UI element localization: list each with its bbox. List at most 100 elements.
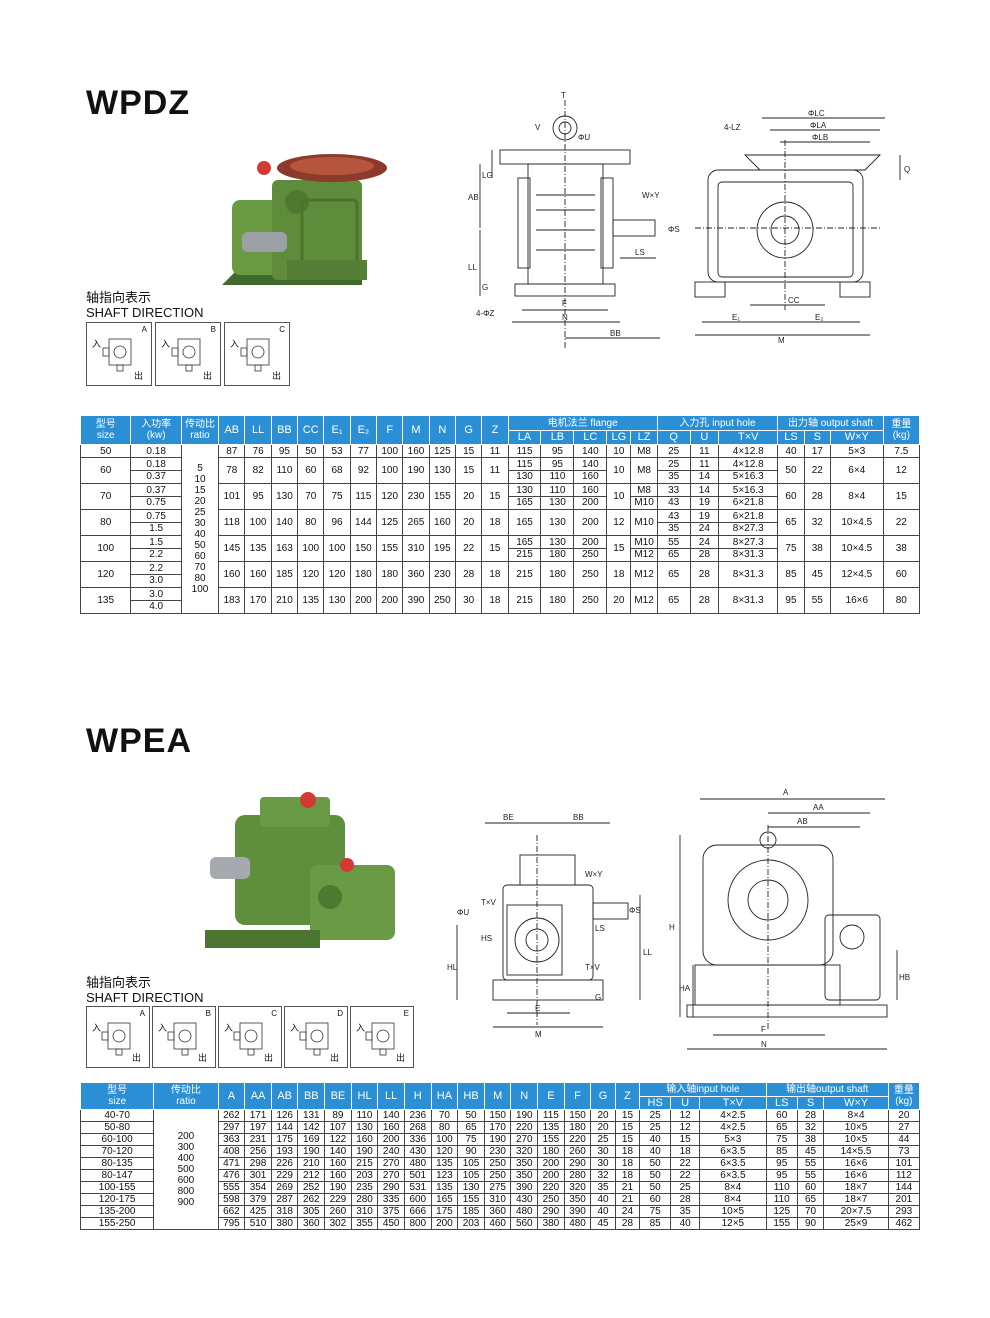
dim-header: E	[537, 1082, 565, 1110]
dim-cell: 53	[323, 444, 351, 458]
s-cell: 70	[796, 1205, 825, 1218]
output-marker: 出	[329, 1053, 339, 1063]
dim-cell: 171	[244, 1109, 272, 1122]
dim-cell: 280	[350, 1193, 379, 1206]
dim-cell: 480	[510, 1205, 539, 1218]
dim-cell: 25	[590, 1133, 616, 1146]
gearbox-icon	[171, 338, 201, 372]
size-cell: 40-70	[79, 1109, 155, 1122]
ratio-value: 70	[194, 562, 206, 573]
dim-cell: 126	[270, 1109, 299, 1122]
dim-cell: 210	[297, 1157, 326, 1170]
flange-header: LB	[540, 430, 575, 445]
wpdz-product-photo	[222, 154, 387, 285]
dim-cell: 163	[270, 535, 299, 562]
u-cell: 22	[670, 1169, 701, 1182]
ratio-value: 400	[177, 1153, 195, 1164]
svg-text:4-ΦZ: 4-ΦZ	[476, 309, 494, 318]
u-cell: 12	[670, 1109, 701, 1122]
dim-cell: 18	[614, 1169, 641, 1182]
dim-cell: 480	[403, 1157, 432, 1170]
dim-cell: 270	[510, 1133, 539, 1146]
input-marker: 入	[161, 339, 171, 349]
dim-cell: 20	[454, 483, 483, 510]
s-cell: 38	[796, 1133, 825, 1146]
dim-cell: 24	[614, 1205, 641, 1218]
s-cell: 22	[803, 457, 831, 484]
dim-cell: 260	[563, 1145, 592, 1158]
tv-cell: 8×4	[699, 1193, 767, 1206]
q-cell: 65	[656, 561, 691, 588]
lb-cell: 180	[540, 561, 575, 588]
ls-cell: 85	[777, 561, 805, 588]
dim-cell: 310	[483, 1193, 512, 1206]
size-cell: 135-200	[79, 1205, 155, 1218]
kg-cell: 112	[887, 1169, 921, 1182]
dim-cell: 18	[481, 561, 509, 588]
dim-header: A	[217, 1082, 246, 1110]
cell-value: M12	[634, 569, 654, 580]
dim-cell: 15	[614, 1121, 641, 1134]
flange-header: LZ	[630, 430, 658, 445]
cell-value: 110	[541, 470, 573, 482]
output-group-header: 出力轴 output shaft	[777, 415, 884, 431]
lz-cell: M12	[630, 561, 658, 588]
wy-cell: 8×4	[829, 483, 884, 510]
direction-letter: D	[337, 1009, 343, 1018]
size-cell: 70-120	[79, 1145, 155, 1158]
dim-cell: 268	[403, 1121, 432, 1134]
dim-cell: 200	[349, 587, 378, 614]
hs-cell: 75	[639, 1205, 672, 1218]
svg-text:T×V: T×V	[585, 963, 601, 972]
s-cell: 45	[796, 1145, 825, 1158]
lz-cell: M10	[630, 509, 658, 536]
ratio-value: 60	[194, 551, 206, 562]
dim-cell: 480	[563, 1217, 592, 1230]
dim-cell: 40	[590, 1193, 616, 1206]
cell-value: 180	[549, 595, 566, 606]
cell-value: M8	[637, 465, 651, 476]
cell-value: 130	[549, 537, 566, 548]
dim-cell: 510	[244, 1217, 272, 1230]
input-marker: 入	[224, 1023, 234, 1033]
dim-cell: 82	[244, 457, 272, 484]
svg-text:F: F	[562, 299, 567, 308]
dim-cell: 354	[244, 1181, 272, 1194]
dim-cell: 235	[350, 1181, 379, 1194]
ratio-value: 600	[177, 1175, 195, 1186]
dim-cell: 122	[324, 1133, 352, 1146]
wpea-side-drawing: BE BB W×Y ΦU T×V HS ΦS LS T×V HL LL G E …	[447, 813, 652, 1039]
kg-cell: 22	[882, 509, 921, 536]
svg-text:BE: BE	[503, 813, 514, 822]
dim-cell: 80	[297, 509, 325, 536]
svg-text:G: G	[595, 993, 601, 1002]
kg-cell: 44	[887, 1133, 921, 1146]
cell-value: 35	[658, 470, 690, 482]
cell-value: 160	[574, 470, 606, 482]
wy-cell: 16×6	[823, 1169, 889, 1182]
lg-cell: 20	[606, 587, 632, 614]
svg-text:LL: LL	[643, 948, 652, 957]
ratio-value: 500	[177, 1164, 195, 1175]
dim-cell: 21	[614, 1181, 641, 1194]
svg-text:ΦS: ΦS	[668, 225, 680, 234]
dim-cell: 555	[217, 1181, 246, 1194]
cell-value: 5×16.3	[719, 470, 777, 482]
s-cell: 32	[796, 1121, 825, 1134]
cell-value: 140	[581, 445, 599, 457]
dim-cell: 21	[614, 1193, 641, 1206]
cell-value: M12	[634, 595, 654, 606]
dim-cell: 100	[430, 1133, 459, 1146]
dim-header: Z	[614, 1082, 641, 1110]
dim-cell: 310	[350, 1205, 379, 1218]
dim-cell: 15	[454, 457, 483, 484]
dim-cell: 170	[244, 587, 272, 614]
